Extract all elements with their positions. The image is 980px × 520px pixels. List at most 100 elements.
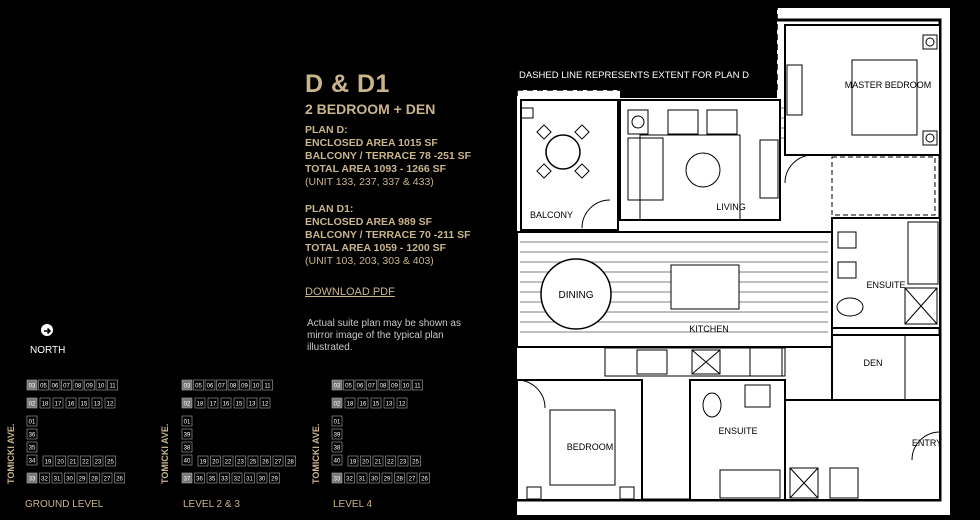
keyplan-unit-17: 17 xyxy=(52,397,64,409)
keyplan-unit-18: 18 xyxy=(194,397,206,409)
svg-text:30: 30 xyxy=(371,477,378,483)
room-label-balcony: BALCONY xyxy=(530,210,573,220)
suite-subtitle: 2 BEDROOM + DEN xyxy=(305,101,436,117)
level-label-ground: GROUND LEVEL xyxy=(25,499,104,510)
svg-text:20: 20 xyxy=(57,460,64,466)
svg-text:28: 28 xyxy=(396,477,403,483)
svg-text:32: 32 xyxy=(41,477,48,483)
svg-text:28: 28 xyxy=(91,477,98,483)
svg-text:16: 16 xyxy=(223,402,230,408)
svg-text:26: 26 xyxy=(262,460,269,466)
plan-d1-total: TOTAL AREA 1059 - 1200 SF xyxy=(305,242,447,254)
keyplan-unit-07: 07 xyxy=(366,379,377,391)
svg-text:10: 10 xyxy=(98,384,105,390)
keyplan-unit-05: 05 xyxy=(193,379,204,391)
keyplan-unit-02: 02 xyxy=(331,397,343,409)
svg-text:29: 29 xyxy=(384,477,391,483)
svg-text:07: 07 xyxy=(63,384,70,390)
svg-text:22: 22 xyxy=(225,460,232,466)
keyplan-unit-32: 32 xyxy=(344,472,355,484)
suite-title: D & D1 xyxy=(305,70,390,98)
svg-text:27: 27 xyxy=(409,477,416,483)
svg-text:35: 35 xyxy=(209,477,216,483)
north-label: NORTH xyxy=(30,345,66,356)
download-pdf-link[interactable]: DOWNLOAD PDF xyxy=(305,286,395,298)
room-label-entry: ENTRY xyxy=(912,438,942,448)
keyplan-unit-40: 40 xyxy=(331,454,343,466)
svg-text:23: 23 xyxy=(95,460,102,466)
svg-text:10: 10 xyxy=(253,384,260,390)
svg-text:08: 08 xyxy=(380,384,387,390)
keyplan-unit-25: 25 xyxy=(247,455,259,467)
svg-text:33: 33 xyxy=(29,477,36,483)
svg-text:02: 02 xyxy=(334,402,341,408)
keyplan-unit-11: 11 xyxy=(262,379,273,391)
keyplan-unit-20: 20 xyxy=(55,455,66,467)
keyplan-unit-35: 35 xyxy=(26,441,38,453)
keyplan-unit-25: 25 xyxy=(105,455,116,467)
svg-text:27: 27 xyxy=(104,477,111,483)
keyplan-unit-21: 21 xyxy=(67,455,79,467)
keyplan-unit-21: 21 xyxy=(372,455,384,467)
keyplan-unit-31: 31 xyxy=(244,472,255,484)
keyplan-unit-05: 05 xyxy=(38,379,49,391)
svg-text:21: 21 xyxy=(70,460,77,466)
svg-text:35: 35 xyxy=(29,446,36,452)
svg-text:09: 09 xyxy=(391,384,398,390)
keyplan-unit-11: 11 xyxy=(412,379,423,391)
keyplan-unit-39: 39 xyxy=(331,428,343,440)
svg-text:01: 01 xyxy=(29,420,36,426)
keyplan-unit-22: 22 xyxy=(80,455,91,467)
keyplan-unit-36: 36 xyxy=(26,428,38,440)
north-arrow-icon xyxy=(41,324,53,336)
floor-plan: DASHED LINE REPRESENTS EXTENT FOR PLAN D… xyxy=(512,5,980,520)
keyplan-unit-20: 20 xyxy=(210,455,221,467)
keyplan-unit-32: 32 xyxy=(231,472,243,484)
keyplan-unit-32: 32 xyxy=(39,472,50,484)
plan-d-units: (UNIT 133, 237, 337 & 433) xyxy=(305,176,434,188)
svg-text:12: 12 xyxy=(262,402,269,408)
keyplan-unit-16: 16 xyxy=(65,397,77,409)
svg-text:03: 03 xyxy=(184,384,191,390)
svg-text:13: 13 xyxy=(386,402,393,408)
svg-text:02: 02 xyxy=(29,402,36,408)
keyplan-unit-15: 15 xyxy=(78,397,90,409)
svg-text:10: 10 xyxy=(403,384,410,390)
room-label-master-bedroom: MASTER BEDROOM xyxy=(845,80,932,90)
svg-text:18: 18 xyxy=(42,402,49,408)
svg-text:12: 12 xyxy=(107,402,114,408)
svg-text:13: 13 xyxy=(94,402,101,408)
svg-text:20: 20 xyxy=(362,460,369,466)
plan-d1-balcony: BALCONY / TERRACE 70 -211 SF xyxy=(305,229,471,241)
svg-text:18: 18 xyxy=(347,402,354,408)
keyplan-unit-30: 30 xyxy=(64,472,75,484)
keyplan-unit-23: 23 xyxy=(235,455,246,467)
svg-text:17: 17 xyxy=(210,402,217,408)
svg-text:19: 19 xyxy=(45,460,52,466)
keyplan-unit-26: 26 xyxy=(419,472,430,484)
keyplan-unit-26: 26 xyxy=(260,455,271,467)
keyplan-unit-08: 08 xyxy=(227,379,239,391)
keyplan-unit-35: 35 xyxy=(206,472,218,484)
svg-text:03: 03 xyxy=(29,384,36,390)
keyplan-unit-10: 10 xyxy=(95,379,107,391)
level-label-level-4: LEVEL 4 xyxy=(333,499,373,510)
room-label-den: DEN xyxy=(863,358,882,368)
keyplan-unit-36: 36 xyxy=(194,472,205,484)
plan-d-heading: PLAN D: xyxy=(305,124,348,136)
svg-text:11: 11 xyxy=(109,384,116,390)
keyplan-unit-13: 13 xyxy=(383,397,395,409)
keyplan-unit-27: 27 xyxy=(406,472,418,484)
svg-text:32: 32 xyxy=(346,477,353,483)
svg-text:18: 18 xyxy=(197,402,204,408)
svg-text:09: 09 xyxy=(86,384,93,390)
svg-text:36: 36 xyxy=(196,477,203,483)
svg-text:32: 32 xyxy=(234,477,241,483)
plan-d-balcony: BALCONY / TERRACE 78 -251 SF xyxy=(305,150,472,162)
svg-text:29: 29 xyxy=(271,477,278,483)
svg-text:09: 09 xyxy=(241,384,248,390)
svg-text:08: 08 xyxy=(230,384,237,390)
